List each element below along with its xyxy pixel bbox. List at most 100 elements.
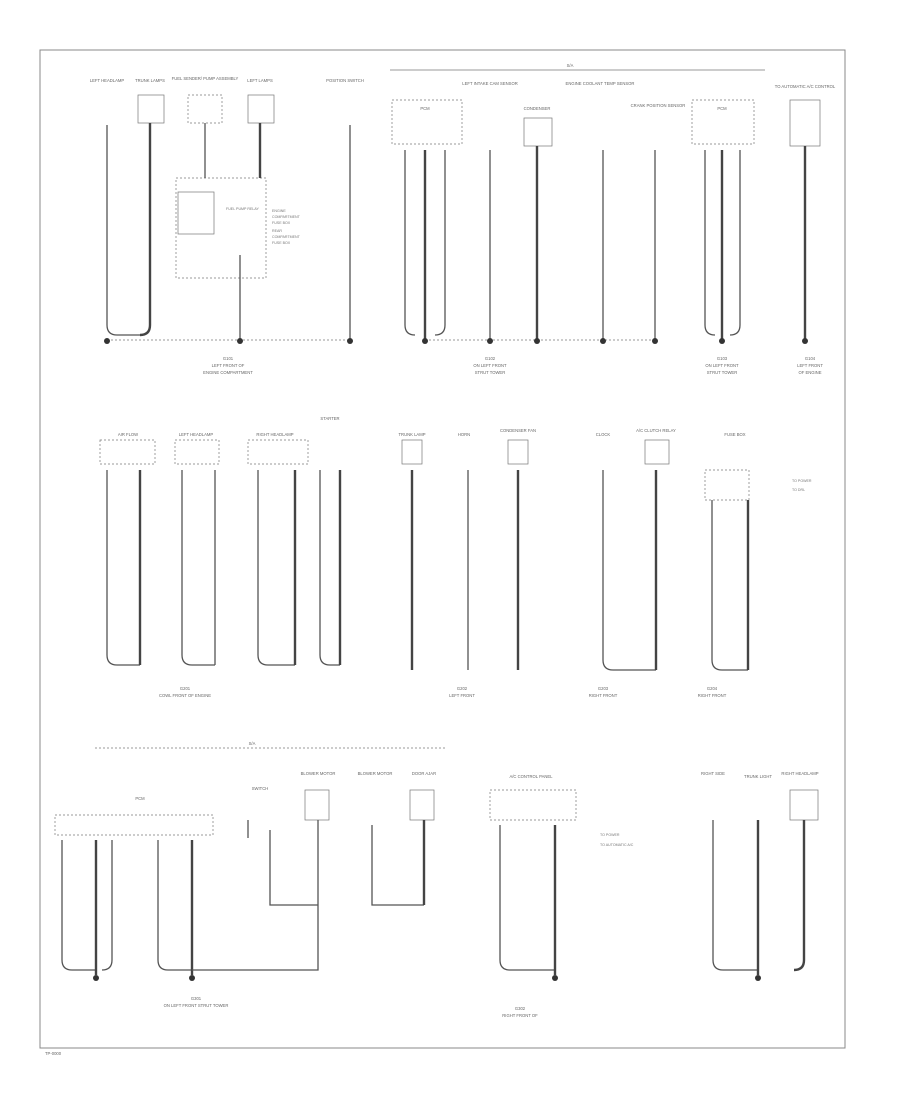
relay-inner-box	[177, 191, 215, 235]
ground-caption: G201	[180, 686, 191, 691]
ground-caption: LEFT FRONT	[449, 693, 475, 698]
wire	[139, 123, 152, 337]
ground-point	[347, 338, 353, 344]
wire	[106, 470, 140, 666]
connector-box	[704, 469, 750, 501]
ground-point	[755, 975, 761, 981]
wire	[499, 825, 555, 971]
connector-box	[789, 789, 819, 821]
bottom-row-block: PCM SWITCH BLOWER MOTOR BLOWER MOTOR DOO…	[54, 771, 819, 1018]
component-label: RIGHT HEADLAMP	[781, 771, 818, 776]
wire	[106, 125, 143, 336]
connector-box	[789, 99, 821, 147]
connector-box	[401, 439, 423, 465]
component-label: RIGHT HEADLAMP	[256, 432, 293, 437]
component-label: CRANK POSITION SENSOR	[631, 103, 686, 108]
connector-box	[507, 439, 529, 465]
component-label: TRUNK LIGHT	[744, 774, 772, 779]
component-label: PCM	[420, 106, 430, 111]
connector-box	[304, 789, 330, 821]
wire	[729, 150, 741, 336]
wire	[192, 820, 319, 971]
ground-caption: COWL FRONT OF ENGINE	[159, 693, 211, 698]
connector-box	[54, 814, 214, 836]
component-label: CONDENSER	[524, 106, 551, 111]
ground-caption: G203	[598, 686, 609, 691]
section-label-bottom: S/A	[249, 741, 256, 746]
component-label: BLOWER MOTOR	[301, 771, 336, 776]
component-label: CONDENSER FAN	[500, 428, 536, 433]
connector-box	[99, 439, 156, 465]
component-label: LEFT HEADLAMP	[179, 432, 214, 437]
ground-point	[552, 975, 558, 981]
section-label-top: S/A	[567, 63, 574, 68]
component-label: LEFT HEADLAMP	[90, 78, 125, 83]
connector-box	[644, 439, 670, 465]
ground-point	[534, 338, 540, 344]
connector-box	[137, 94, 165, 124]
connector-box	[409, 789, 435, 821]
component-label: PCM	[717, 106, 727, 111]
connector-box	[247, 439, 309, 465]
top-left-block: LEFT HEADLAMP TRUNK LAMPS FUEL SENDER/ P…	[90, 76, 364, 375]
component-label: POSITION SWITCH	[326, 78, 364, 83]
component-label: SWITCH	[252, 786, 269, 791]
ground-caption: G202	[457, 686, 468, 691]
wire	[101, 840, 113, 971]
top-middle-block: PCM LEFT INTAKE CAM SENSOR CONDENSER ENG…	[391, 81, 686, 375]
component-label: RIGHT SIDE	[701, 771, 725, 776]
component-label: STARTER	[320, 416, 339, 421]
connector-box	[489, 789, 577, 821]
relay-side-note: REAR	[272, 229, 282, 233]
ground-caption: ON LEFT FRONT	[705, 363, 739, 368]
relay-side-note: COMPARTMENT	[272, 235, 301, 239]
connector-box	[174, 439, 220, 465]
ground-point	[189, 975, 195, 981]
ground-point	[719, 338, 725, 344]
component-label: FUEL SENDER/ PUMP ASSEMBLY	[172, 76, 239, 81]
wire	[157, 840, 192, 971]
component-label: TO AUTOMATIC A/C CONTROL	[775, 84, 836, 89]
ground-caption: G301	[191, 996, 202, 1001]
ground-point	[802, 338, 808, 344]
ground-caption: RIGHT FRONT OF	[502, 1013, 538, 1018]
component-label: AIR FLOW	[118, 432, 138, 437]
ground-caption: ON LEFT FRONT	[473, 363, 507, 368]
ground-caption: G103	[717, 356, 728, 361]
relay-box	[175, 177, 267, 279]
relay-label: FUEL PUMP RELAY	[226, 207, 259, 211]
ground-caption: G204	[707, 686, 718, 691]
relay-side-note: ENGINE	[272, 209, 286, 213]
wire	[793, 820, 806, 972]
ground-caption: RIGHT FRONT	[698, 693, 727, 698]
component-label: LEFT LAMPS	[247, 78, 273, 83]
ground-caption: G102	[485, 356, 496, 361]
wire	[704, 150, 716, 336]
ground-caption: G302	[515, 1006, 526, 1011]
component-label: FUSE BOX	[724, 432, 745, 437]
component-label: BLOWER MOTOR	[358, 771, 393, 776]
top-right-block: PCM TO AUTOMATIC A/C CONTROL G103 ON LEF…	[691, 84, 836, 375]
ground-point	[487, 338, 493, 344]
connector-box	[187, 94, 223, 124]
ground-caption: G104	[805, 356, 816, 361]
footer-code: TP-0000	[45, 1051, 62, 1056]
component-label: PCM	[135, 796, 145, 801]
middle-row-block: AIR FLOW LEFT HEADLAMP RIGHT HEADLAMP ST…	[99, 416, 812, 698]
relay-side-note: COMPARTMENT	[272, 215, 301, 219]
ground-point	[422, 338, 428, 344]
component-label: ENGINE COOLANT TEMP SENSOR	[566, 81, 635, 86]
component-label: TRUNK LAMPS	[135, 78, 165, 83]
connector-box	[391, 99, 463, 145]
component-label: HORN	[458, 432, 470, 437]
connector-box	[691, 99, 755, 145]
wire	[434, 150, 446, 336]
wire	[181, 470, 215, 666]
component-label: DOOR AJAR	[412, 771, 436, 776]
component-label: TRUNK LAMP	[399, 432, 426, 437]
ground-caption: STRUT TOWER	[475, 370, 505, 375]
ground-caption: RIGHT FRONT	[589, 693, 618, 698]
ground-caption: LEFT FRONT	[797, 363, 823, 368]
component-label: CLOCK	[596, 432, 611, 437]
